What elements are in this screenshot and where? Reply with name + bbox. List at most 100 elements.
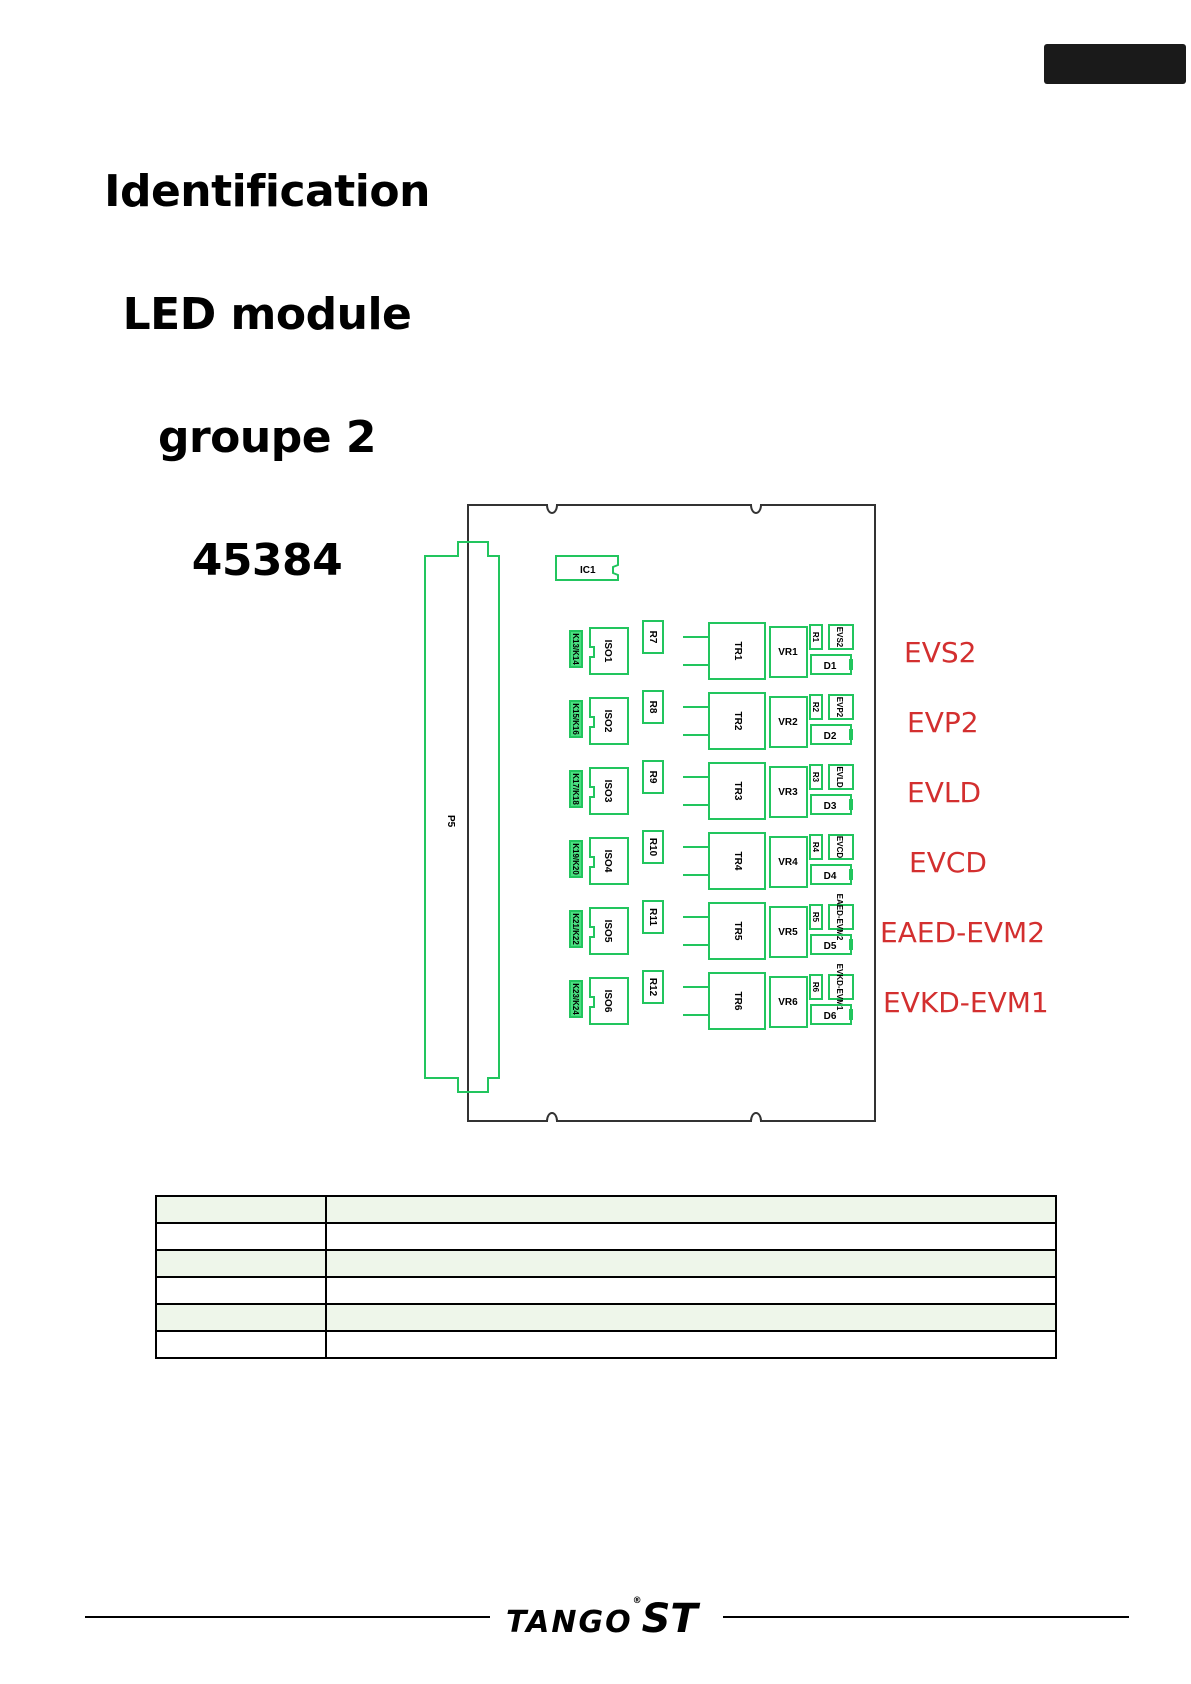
connector-ref: K17/K18: [571, 773, 580, 805]
transformer-ref: TR2: [732, 712, 743, 731]
connector-p5-label: P5: [445, 815, 456, 828]
table-cell-value: [325, 1222, 1057, 1251]
resistor-small-ref: R1: [811, 632, 820, 643]
led-label: EAED-EVM2: [835, 894, 844, 941]
resistor-small-outline: [809, 974, 823, 1000]
regulator-ref: VR5: [778, 927, 798, 938]
resistor-small-ref: R3: [811, 772, 820, 783]
transformer-ref: TR3: [732, 782, 743, 801]
isolator-outline: [589, 837, 629, 885]
isolator-outline: [589, 627, 629, 675]
resistor-ref: R7: [647, 631, 658, 644]
transformer-ref: TR4: [732, 852, 743, 871]
isolator-outline: [589, 977, 629, 1025]
connector-p5-outline: [424, 541, 500, 1093]
resistor-outline: [642, 760, 664, 794]
transformer-outline: [708, 762, 766, 820]
led-label: EVP2: [835, 697, 844, 718]
logo-suffix: ST: [641, 1596, 698, 1642]
title-part-number: 45384: [191, 535, 343, 586]
resistor-ref: R12: [647, 978, 658, 997]
diode-cathode: [849, 799, 853, 810]
isolator-ref: ISO6: [602, 990, 613, 1013]
signal-label: EAED-EVM2: [880, 916, 1045, 949]
logo-registered: ®: [632, 1596, 642, 1606]
connector-label: [569, 910, 583, 948]
regulator-ref: VR4: [778, 857, 798, 868]
table-row: [155, 1195, 1057, 1224]
isolator-ref: ISO3: [602, 780, 613, 803]
regulator-ref: VR6: [778, 997, 798, 1008]
led-label-box: [828, 624, 854, 650]
diode-ref: D6: [824, 1011, 837, 1022]
isolator-outline: [589, 767, 629, 815]
table-cell-value: [325, 1276, 1057, 1305]
signal-label: EVCD: [909, 846, 987, 879]
diode-cathode: [849, 729, 853, 740]
regulator-outline: [769, 906, 808, 958]
connector-label: [569, 770, 583, 808]
isolator-ref: ISO4: [602, 850, 613, 873]
resistor-small-ref: R5: [811, 912, 820, 923]
led-label-box: [828, 904, 854, 930]
connector-label: [569, 700, 583, 738]
table-row: [155, 1303, 1057, 1332]
resistor-small-outline: [809, 764, 823, 790]
footer-line-right: [723, 1616, 1129, 1618]
led-label-box: [828, 834, 854, 860]
transformer-ref: TR5: [732, 922, 743, 941]
regulator-outline: [769, 976, 808, 1028]
diode-cathode: [849, 1009, 853, 1020]
table-cell-key: [155, 1249, 327, 1278]
regulator-ref: VR3: [778, 787, 798, 798]
title-identification: Identification: [104, 166, 430, 217]
isolator-ref: ISO5: [602, 920, 613, 943]
logo-brand: TANGO: [506, 1605, 633, 1640]
resistor-ref: R9: [647, 771, 658, 784]
led-label: EVS2: [835, 627, 844, 648]
diode-ref: D4: [824, 871, 837, 882]
resistor-small-ref: R4: [811, 842, 820, 853]
resistor-small-outline: [809, 624, 823, 650]
table-row: [155, 1330, 1057, 1359]
diode-ref: D5: [824, 941, 837, 952]
isolator-outline: [589, 907, 629, 955]
ic1-outline: [555, 555, 619, 581]
resistor-small-outline: [809, 834, 823, 860]
regulator-outline: [769, 626, 808, 678]
diode-cathode: [849, 939, 853, 950]
led-label-box: [828, 694, 854, 720]
diode-cathode: [849, 659, 853, 670]
signal-label: EVS2: [904, 636, 976, 669]
table-cell-key: [155, 1276, 327, 1305]
regulator-ref: VR2: [778, 717, 798, 728]
connector-ref: K23/K24: [571, 983, 580, 1015]
regulator-outline: [769, 696, 808, 748]
resistor-small-outline: [809, 904, 823, 930]
isolator-ref: ISO1: [602, 640, 613, 663]
resistor-small-outline: [809, 694, 823, 720]
resistor-ref: R11: [647, 908, 658, 926]
transformer-outline: [708, 902, 766, 960]
table-cell-key: [155, 1222, 327, 1251]
led-label: EVLD: [835, 766, 844, 788]
resistor-outline: [642, 690, 664, 724]
table-cell-value: [325, 1303, 1057, 1332]
table-cell-key: [155, 1195, 327, 1224]
diode-cathode: [849, 869, 853, 880]
connector-label: [569, 840, 583, 878]
board-outline: [467, 504, 876, 1122]
resistor-small-ref: R2: [811, 702, 820, 713]
table-row: [155, 1222, 1057, 1251]
resistor-ref: R8: [647, 701, 658, 714]
led-label: EVKD-EVM1: [835, 964, 844, 1011]
led-label-box: [828, 974, 854, 1000]
